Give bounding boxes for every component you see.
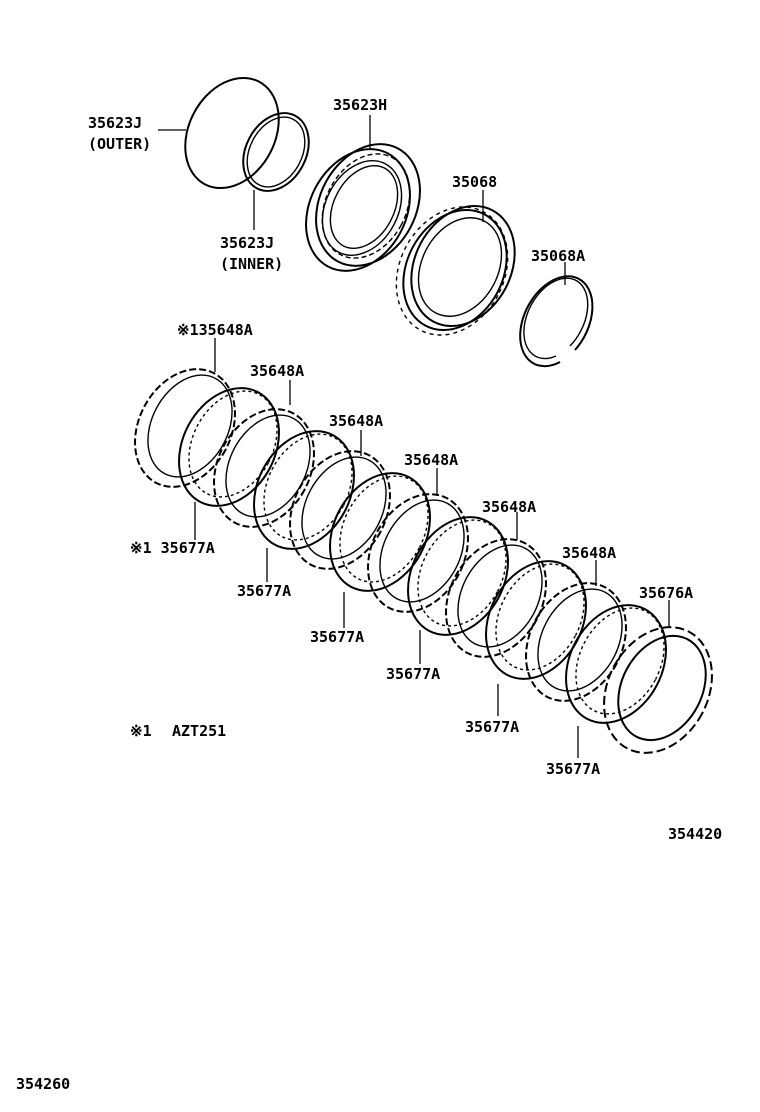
label-disc-6: 35677A [546,760,600,778]
label-disc-1: ※1 35677A [130,539,215,557]
label-inner-note: (INNER) [220,255,283,273]
label-plate-3: 35648A [329,412,383,430]
label-disc-5: 35677A [465,718,519,736]
label-top-plate: ※135648A [177,321,253,339]
one-way-clutch-bearing [305,143,421,272]
label-plate-6: 35648A [562,544,616,562]
footnote-model: AZT251 [172,722,226,740]
inner-seal-ring [242,112,310,192]
label-disc-2: 35677A [237,582,291,600]
label-end-plate: 35676A [639,584,693,602]
label-plate-5: 35648A [482,498,536,516]
snap-ring [519,275,594,368]
clutch-pack [134,368,713,754]
label-outer-note: (OUTER) [88,135,151,153]
outer-seal-ring [184,76,280,190]
footnote-mark: ※1 [130,722,152,740]
label-outer-ring: 35623J [88,114,142,132]
group-code: 354420 [668,825,722,843]
label-snap-ring: 35068A [531,247,585,265]
label-plate-2: 35648A [250,362,304,380]
label-bearing: 35623H [333,96,387,114]
label-hub: 35068 [452,173,497,191]
page-code: 354260 [16,1075,70,1093]
label-plate-4: 35648A [404,451,458,469]
leader-lines [158,115,670,758]
label-inner-ring: 35623J [220,234,274,252]
label-disc-4: 35677A [386,665,440,683]
label-disc-3: 35677A [310,628,364,646]
